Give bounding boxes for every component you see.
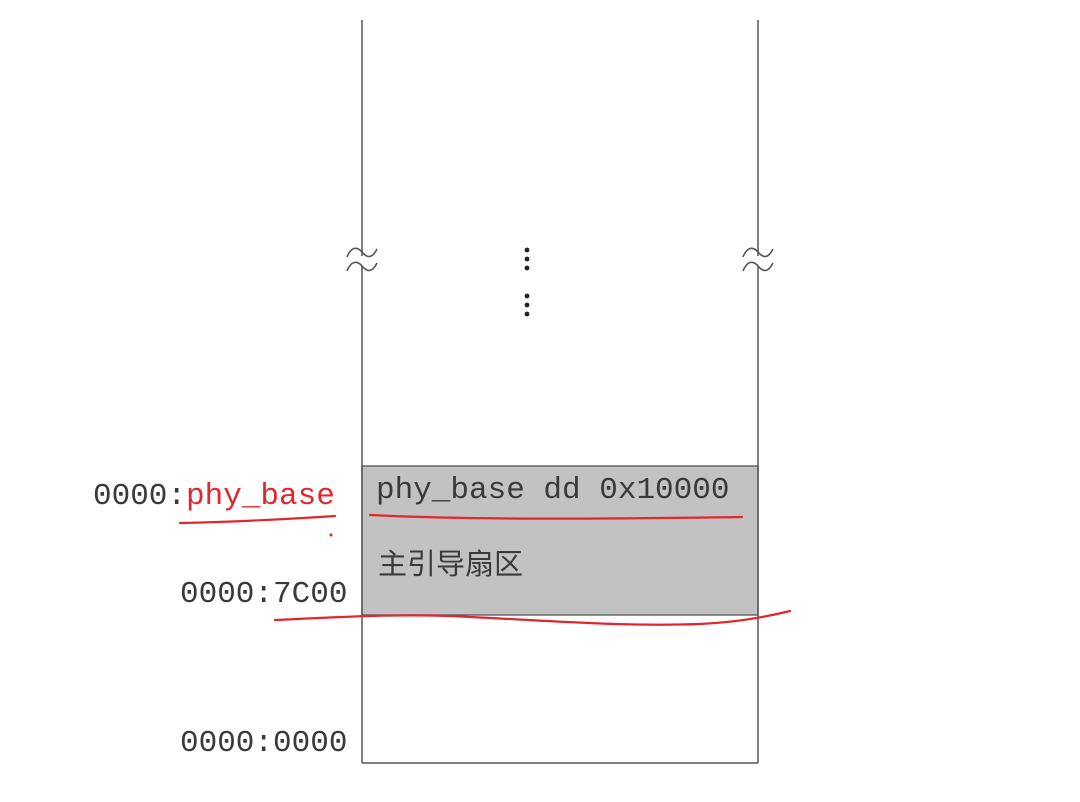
underline-phy-base-label <box>178 514 337 525</box>
break-mark-left <box>346 247 378 272</box>
boot-sector-region-label: 主引导扇区 <box>378 547 524 581</box>
phy-base-address-segment: 0000: <box>93 479 187 514</box>
boot-sector-address-label: 0000:7C00 <box>180 577 348 612</box>
annotation-dot <box>329 533 333 537</box>
zero-address-label: 0000:0000 <box>180 726 348 761</box>
boot-sector-box <box>361 465 759 616</box>
phy-base-definition-text: phy_base dd 0x10000 <box>376 473 730 508</box>
underline-phy-base-definition <box>368 513 744 520</box>
break-mark-right <box>742 247 774 272</box>
ellipsis-dots <box>524 247 530 317</box>
phy-base-address-symbol: phy_base <box>186 479 335 514</box>
underline-7c00-boundary <box>273 609 792 626</box>
phy-base-address-label: 0000:phy_base <box>93 481 335 512</box>
